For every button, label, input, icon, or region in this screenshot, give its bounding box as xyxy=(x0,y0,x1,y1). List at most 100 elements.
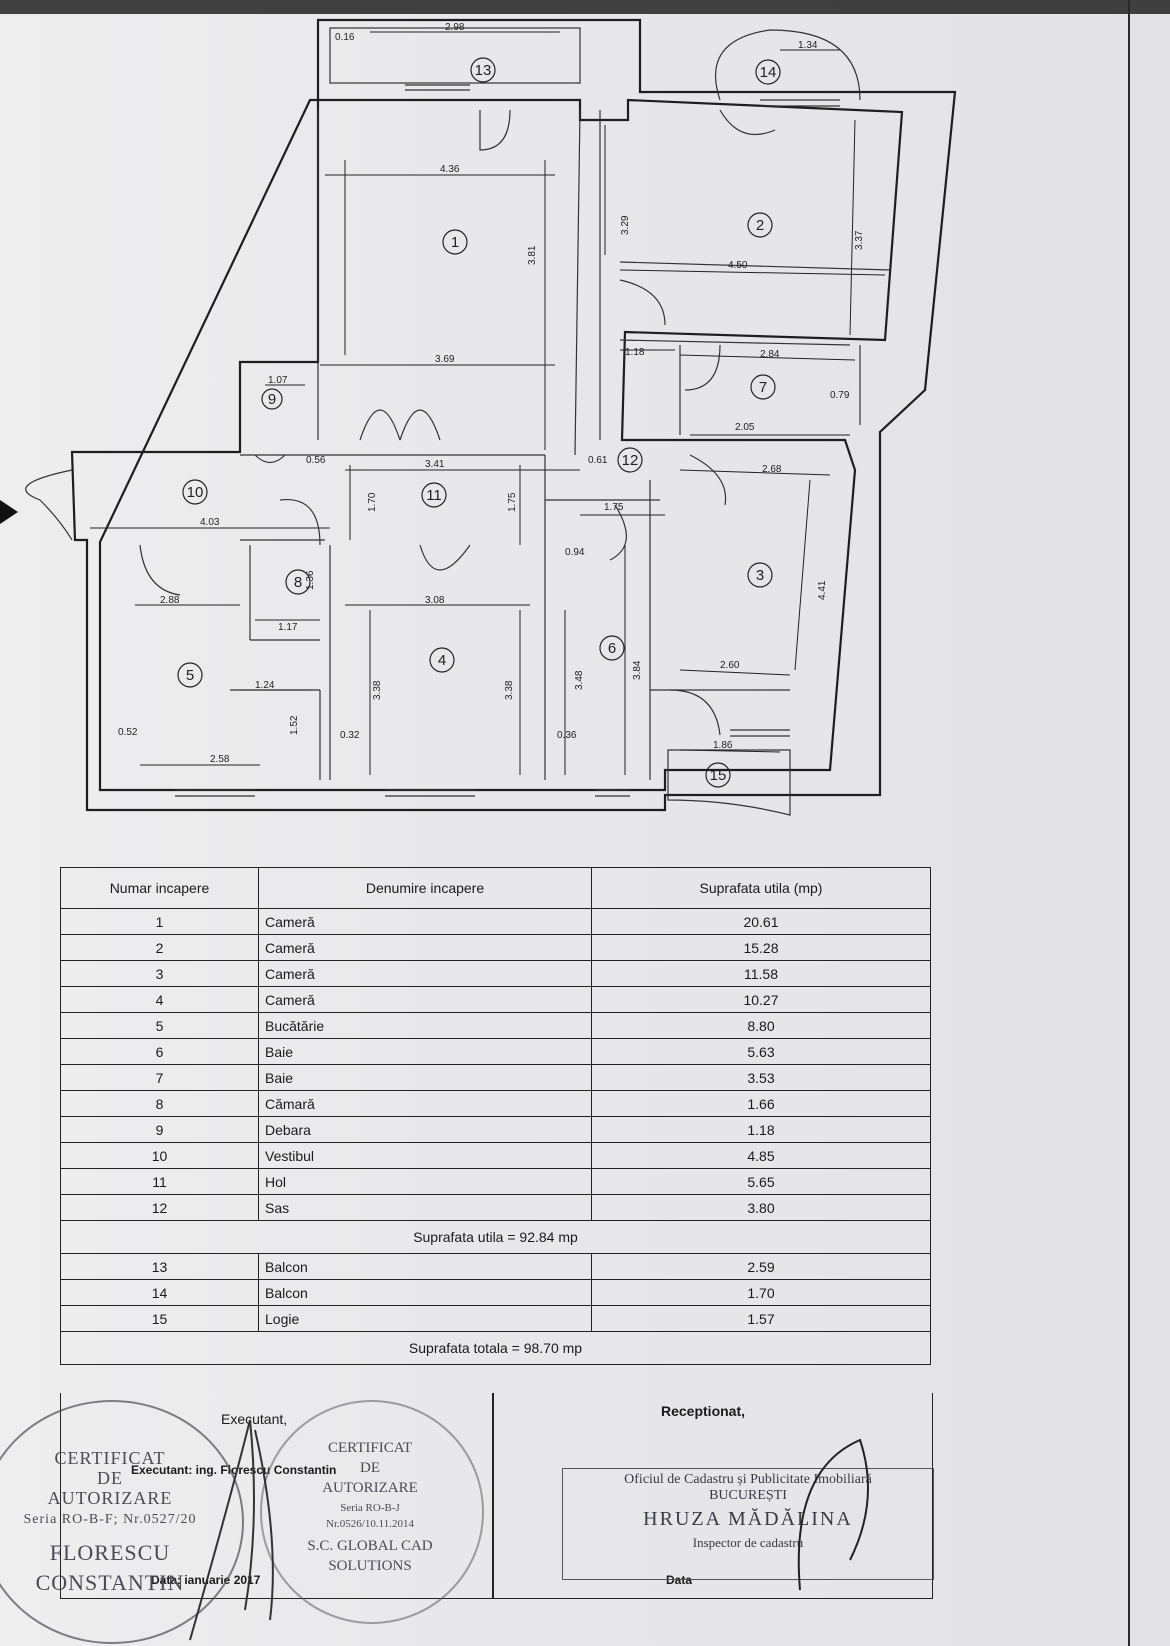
cell-room-area: 15.28 xyxy=(591,934,931,961)
room-badge-13 xyxy=(470,57,496,83)
room-number: 7 xyxy=(759,379,767,396)
dimension-label: 3.69 xyxy=(435,354,455,365)
stamp-line: Seria RO-B-J xyxy=(340,1502,400,1514)
subtotal-text: Suprafata utila = 92.84 mp xyxy=(60,1220,931,1254)
room-number: 12 xyxy=(622,452,639,469)
room-badge-11 xyxy=(421,482,447,508)
ocpi-inspector-name: HRUZA MĂDĂLINA xyxy=(643,1508,853,1530)
room-badge-14 xyxy=(755,59,781,85)
stamp-line: AUTORIZARE xyxy=(47,1488,173,1508)
cell-room-area: 4.85 xyxy=(591,1142,931,1169)
cell-room-number: 6 xyxy=(60,1038,259,1065)
cell-room-area: 1.66 xyxy=(591,1090,931,1117)
stamp-ocpi: Oficiul de Cadastru și Publicitate Imobi… xyxy=(562,1468,934,1580)
dimension-label: 2.05 xyxy=(735,422,755,433)
dimension-label: 0.79 xyxy=(830,390,850,401)
dimension-label: 4.50 xyxy=(728,260,748,271)
cell-room-number: 15 xyxy=(60,1305,259,1332)
header-room-name: Denumire incapere xyxy=(258,867,592,909)
ocpi-city: BUCUREȘTI xyxy=(709,1488,787,1503)
vestibul-door-arc xyxy=(25,469,73,541)
stamp-line: SOLUTIONS xyxy=(328,1558,412,1574)
dimension-label: 3.84 xyxy=(632,660,643,680)
dimension-label: 3.48 xyxy=(574,670,585,690)
dimension-label: 1.07 xyxy=(268,375,288,386)
room-badge-2 xyxy=(747,212,773,238)
room-badge-8 xyxy=(285,569,311,595)
signature-divider xyxy=(492,1393,494,1598)
stamp-line: Nr.0526/10.11.2014 xyxy=(326,1518,414,1530)
cell-room-number: 9 xyxy=(60,1116,259,1143)
stamp-line: DE xyxy=(360,1460,380,1476)
balcony-13-outline xyxy=(329,27,581,84)
dimension-label: 1.34 xyxy=(798,40,818,51)
cell-room-name: Cameră xyxy=(258,960,592,987)
cell-room-area: 3.80 xyxy=(591,1194,931,1221)
room-badge-3 xyxy=(747,562,773,588)
dimension-label: 0.16 xyxy=(335,32,355,43)
dimension-label: 1.75 xyxy=(507,492,518,512)
dimension-label: 2.58 xyxy=(210,754,230,765)
room-badge-6 xyxy=(599,635,625,661)
dimension-label: 0.56 xyxy=(306,455,326,466)
cell-room-area: 1.57 xyxy=(591,1305,931,1332)
cell-room-name: Logie xyxy=(258,1305,592,1332)
dimension-label: 4.41 xyxy=(817,580,828,600)
page-fold-line xyxy=(1128,0,1130,1646)
dimension-label: 2.98 xyxy=(445,22,465,33)
plan-partitions xyxy=(230,109,891,780)
cell-room-area: 1.70 xyxy=(591,1279,931,1306)
ocpi-inspector-title: Inspector de cadastru xyxy=(692,1535,804,1550)
dimension-label: 2.68 xyxy=(762,464,782,475)
page-edge-shadow xyxy=(0,0,1170,14)
cell-room-number: 2 xyxy=(60,934,259,961)
cell-room-number: 14 xyxy=(60,1279,259,1306)
cell-room-number: 1 xyxy=(60,908,259,935)
stamp-line: FLORESCU xyxy=(49,1540,171,1565)
cell-room-name: Balcon xyxy=(258,1279,592,1306)
room-number: 3 xyxy=(756,567,764,584)
cell-room-number: 8 xyxy=(60,1090,259,1117)
stamp-line: Seria RO-B-F; Nr.0527/20 xyxy=(23,1512,197,1527)
room-number: 13 xyxy=(475,62,492,79)
stamp-line: CERTIFICAT xyxy=(327,1440,413,1456)
dimension-label: 2.60 xyxy=(720,660,740,671)
cell-room-name: Debara xyxy=(258,1116,592,1143)
stamp-line: S.C. GLOBAL CAD xyxy=(307,1538,433,1554)
dimension-label: 1.17 xyxy=(278,622,298,633)
dimension-label: 1.75 xyxy=(604,502,624,513)
cell-room-name: Cămară xyxy=(258,1090,592,1117)
dimension-label: 3.81 xyxy=(527,245,538,265)
cell-room-number: 10 xyxy=(60,1142,259,1169)
plan-outer-wall xyxy=(70,18,957,812)
dimension-label: 0.94 xyxy=(565,547,585,558)
room-badge-9 xyxy=(261,388,283,410)
dimension-label: 4.36 xyxy=(440,164,460,175)
ocpi-office: Oficiul de Cadastru și Publicitate Imobi… xyxy=(624,1472,872,1487)
dimension-labels: 4.36 3.69 3.81 4.50 3.37 3.29 1.18 2.84 … xyxy=(118,22,865,765)
plan-windows xyxy=(175,84,840,797)
room-number: 6 xyxy=(608,640,616,657)
stamp-executant: CERTIFICAT DE AUTORIZARE Seria RO-B-F; N… xyxy=(0,1400,250,1644)
dimension-label: 0.32 xyxy=(340,730,360,741)
dimension-label: 2.84 xyxy=(760,349,780,360)
dimension-label: 3.08 xyxy=(425,595,445,606)
room-number: 1 xyxy=(451,234,459,251)
room-badge-10 xyxy=(182,479,208,505)
cell-room-name: Vestibul xyxy=(258,1142,592,1169)
total-text: Suprafata totala = 98.70 mp xyxy=(60,1331,931,1365)
stamp-line: CERTIFICAT xyxy=(54,1448,166,1468)
balcony-14-outline xyxy=(715,29,861,101)
cell-room-area: 8.80 xyxy=(591,1012,931,1039)
room-badge-7 xyxy=(750,374,776,400)
cell-room-number: 11 xyxy=(60,1168,259,1195)
entrance-arrow-icon xyxy=(0,500,18,524)
